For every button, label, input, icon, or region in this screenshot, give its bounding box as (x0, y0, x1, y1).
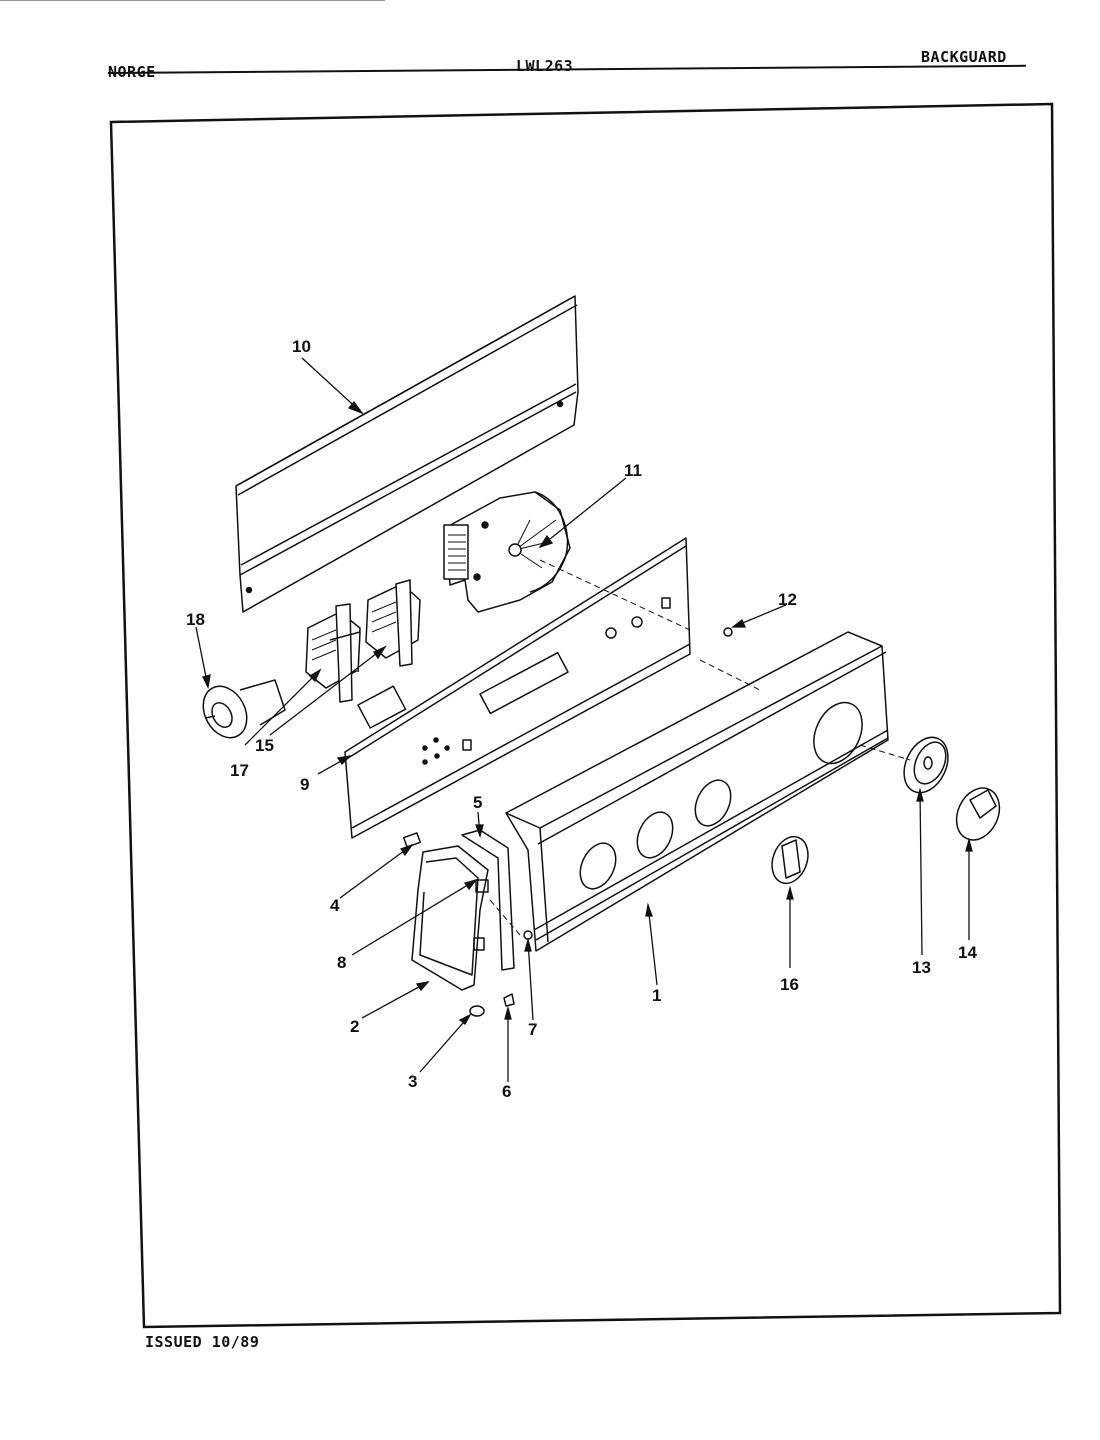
callout-14: 14 (958, 943, 977, 962)
callout-6: 6 (502, 1082, 511, 1101)
part-9-control-panel (344, 537, 691, 839)
part-16-knob (771, 835, 809, 885)
callout-1: 1 (652, 986, 661, 1005)
callout-12: 12 (778, 590, 797, 609)
callout-13: 13 (912, 958, 931, 977)
drawing-border (109, 102, 1062, 1329)
callout-10: 10 (292, 337, 311, 356)
callout-17: 17 (230, 761, 249, 780)
callout-5: 5 (473, 793, 482, 812)
part-1-console (505, 631, 889, 952)
part-12-screw (723, 627, 733, 637)
part-15-switch (365, 579, 421, 667)
part-10-rear-panel (235, 295, 579, 613)
issued-date: ISSUED 10/89 (145, 1333, 260, 1351)
callout-2: 2 (350, 1017, 359, 1036)
part-3-nut (469, 1005, 485, 1017)
callout-4: 4 (330, 896, 340, 915)
part-14-knob (955, 787, 1001, 841)
callout-9: 9 (300, 775, 309, 794)
part-18-pressure-switch (202, 679, 286, 739)
callout-7: 7 (528, 1020, 537, 1039)
part-6-clip (503, 993, 515, 1007)
callout-15: 15 (255, 736, 274, 755)
part-17-switch (305, 603, 361, 703)
callout-18: 18 (186, 610, 205, 629)
part-2-end-cap (411, 845, 489, 991)
callout-11: 11 (624, 461, 642, 480)
part-4-clip (402, 832, 422, 848)
top-rule-left (0, 0, 385, 1)
part-11-timer (443, 491, 571, 613)
section-title: BACKGUARD (921, 48, 1007, 66)
callout-3: 3 (408, 1072, 417, 1091)
callout-8: 8 (337, 953, 346, 972)
part-13-dial (903, 736, 949, 794)
callout-16: 16 (780, 975, 799, 994)
